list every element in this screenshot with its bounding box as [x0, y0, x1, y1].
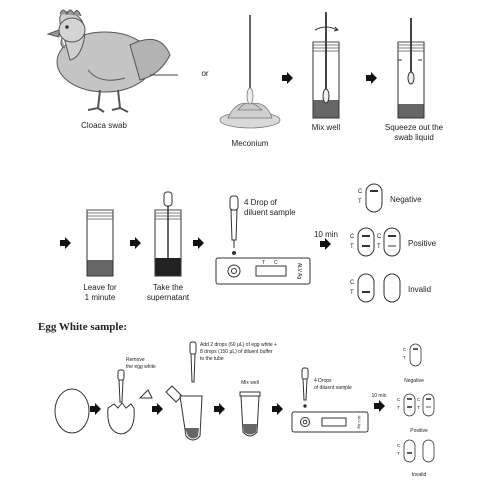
positive-c-letter: C: [350, 234, 355, 240]
egg-result-invalid-window-1: [403, 439, 416, 463]
remove-label-line1: Remove: [126, 357, 145, 363]
arrow-icon: [374, 400, 385, 412]
negative-t-letter: T: [358, 199, 362, 205]
egg-positive-t-2: T: [417, 405, 420, 410]
arrow-icon: [90, 403, 101, 415]
egg-positive-c-2: C: [417, 397, 421, 402]
egg-invalid-label: Invalid: [412, 472, 427, 478]
egg-tube-dropper-illustration: [165, 341, 203, 441]
drop-label-line1: 4 Drop of: [244, 198, 278, 207]
arrow-icon: [130, 237, 141, 249]
egg-invalid-c: C: [397, 443, 401, 448]
positive-t-letter: T: [350, 244, 354, 250]
positive-c-letter-2: C: [377, 234, 382, 240]
mix-tube-illustration: [312, 12, 340, 119]
dropper-illustration: [229, 195, 239, 255]
egg-dropper-illustration: [301, 367, 309, 408]
egg-positive-label: Positive: [410, 428, 428, 434]
egg-time-label: 10 min: [371, 393, 386, 399]
egg-mix-label: Mix well: [241, 380, 259, 386]
egg-drops-label-line1: 4 Drops: [314, 378, 332, 384]
or-label: or: [201, 69, 208, 78]
egg-section-title: Egg White sample:: [38, 321, 127, 333]
leave-tube-illustration: [86, 209, 114, 277]
time-label: 10 min: [314, 230, 338, 239]
test-cassette: [215, 257, 311, 285]
arrow-icon: [193, 237, 204, 249]
arrow-icon: [320, 238, 331, 250]
arrow-icon: [60, 237, 71, 249]
arrow-icon: [152, 403, 163, 415]
add-label-line2: 8 drops (150 μL) of diluent buffer: [200, 349, 273, 355]
egg-result-positive-window-2: [422, 393, 435, 417]
egg-result-negative-window: [409, 343, 422, 367]
egg-invalid-t: T: [397, 451, 400, 456]
result-positive-window-2: [383, 227, 401, 257]
positive-label: Positive: [408, 239, 437, 248]
result-positive-window-1: [357, 227, 375, 257]
arrow-icon: [366, 72, 377, 84]
arrow-icon: [214, 403, 225, 415]
meconium-label: Meconium: [232, 139, 269, 148]
egg-mix-tube-illustration: [239, 391, 261, 437]
cassette-t-letter: T: [262, 260, 265, 266]
drop-label-line2: diluent sample: [244, 208, 296, 217]
mix-well-label: Mix well: [312, 123, 341, 132]
result-invalid-window-1: [357, 273, 375, 303]
result-invalid-window-2: [383, 273, 401, 303]
remove-label-line2: the egg white: [126, 364, 156, 370]
invalid-c-letter: C: [350, 280, 355, 286]
take-label-line1: Take the: [153, 283, 184, 292]
meconium-illustration: [219, 15, 281, 129]
cloaca-swab-label: Cloaca swab: [81, 121, 127, 130]
squeeze-label-line1: Squeeze out the: [385, 123, 444, 132]
negative-c-letter: C: [358, 189, 363, 195]
egg-negative-c: C: [403, 347, 407, 352]
egg-illustration: [54, 388, 90, 434]
arrow-icon: [282, 72, 293, 84]
add-label-line1: Add 2 drops (60 μL) of egg white +: [200, 342, 277, 348]
squeeze-tube-illustration: [397, 18, 425, 119]
arrow-icon: [272, 403, 283, 415]
egg-cassette-label: ALV Ag: [357, 415, 362, 428]
supernatant-tube-illustration: [154, 191, 182, 277]
cracked-egg-illustration: [107, 369, 153, 435]
negative-label: Negative: [390, 195, 422, 204]
cassette-label: ALV Ag: [296, 263, 302, 280]
egg-negative-t: T: [403, 355, 406, 360]
result-negative-window: [365, 183, 383, 213]
invalid-t-letter: T: [350, 290, 354, 296]
leave-label-line1: Leave for: [83, 283, 117, 292]
egg-positive-c: C: [397, 397, 401, 402]
take-label-line2: supernatant: [147, 293, 190, 302]
add-label-line3: to the tube: [200, 356, 224, 362]
egg-positive-t: T: [397, 405, 400, 410]
egg-result-positive-window-1: [403, 393, 416, 417]
egg-drops-label-line2: of diluent sample: [314, 385, 352, 391]
invalid-label: Invalid: [408, 285, 431, 294]
egg-test-cassette: [291, 411, 369, 433]
cassette-c-letter: C: [274, 260, 278, 266]
chicken-illustration: [46, 9, 178, 113]
squeeze-label-line2: swab liquid: [394, 133, 434, 142]
leave-label-line2: 1 minute: [85, 293, 116, 302]
egg-result-invalid-window-2: [422, 439, 435, 463]
egg-negative-label: Negative: [404, 378, 424, 384]
positive-t-letter-2: T: [377, 244, 381, 250]
